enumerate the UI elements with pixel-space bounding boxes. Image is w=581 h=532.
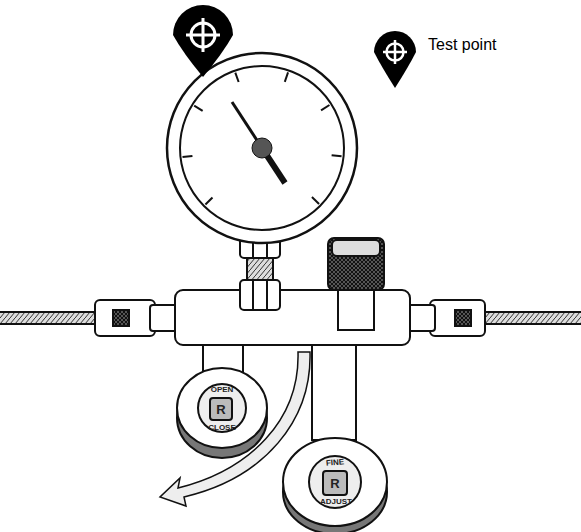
drawing-line (252, 280, 254, 310)
drawing-circle (167, 53, 357, 243)
drawing-line (285, 72, 288, 81)
knob-text: ADJUST (320, 498, 352, 506)
drawing-line (312, 197, 319, 204)
drawing-rect (95, 300, 155, 336)
manifold-block (175, 290, 410, 345)
drawing-rect (338, 290, 374, 330)
drawing-line (194, 106, 202, 111)
drawing-rect (240, 280, 280, 310)
pressure-gauge (167, 53, 357, 243)
drawing-rect (323, 471, 347, 495)
drawing-line (321, 105, 329, 110)
drawing-rect (312, 345, 356, 440)
logo-letter: R (330, 477, 339, 490)
open-close-knob (177, 345, 267, 458)
test-point-valve (328, 238, 384, 330)
drawing-line (235, 73, 238, 82)
drawing-rect (480, 312, 581, 324)
drawing-circle (180, 66, 344, 230)
drawing-rect (332, 240, 380, 256)
drawing-ellipse (283, 438, 387, 526)
drawing-rect (210, 398, 232, 420)
drawing-line (205, 197, 212, 204)
drawing-g (183, 72, 342, 204)
drawing-circle (198, 384, 246, 432)
drawing-rect (328, 238, 384, 290)
drawing-line (332, 155, 342, 156)
drawing-rect (113, 310, 129, 326)
drawing-circle (252, 138, 272, 158)
drawing-path (186, 18, 220, 52)
logo-letter: R (216, 403, 225, 416)
knob-text: FINE (326, 458, 345, 468)
fine-adjust-knob (283, 345, 387, 532)
drawing-rect (455, 310, 471, 326)
drawing-ellipse (177, 368, 267, 448)
drawing-rect (175, 290, 410, 345)
drawing-line (183, 156, 193, 157)
drawing-circle (309, 456, 361, 508)
knob-text: OPEN (211, 386, 234, 394)
knob-text: CLOSE (208, 424, 236, 432)
legend-marker (372, 28, 418, 90)
drawing-line (266, 280, 268, 310)
test-point-marker (173, 5, 233, 77)
drawing-path (173, 5, 233, 77)
legend-text: Test point (428, 36, 496, 54)
drawing-rect (430, 300, 485, 336)
drawing-rect (247, 258, 273, 280)
drawing-rect (0, 312, 98, 324)
